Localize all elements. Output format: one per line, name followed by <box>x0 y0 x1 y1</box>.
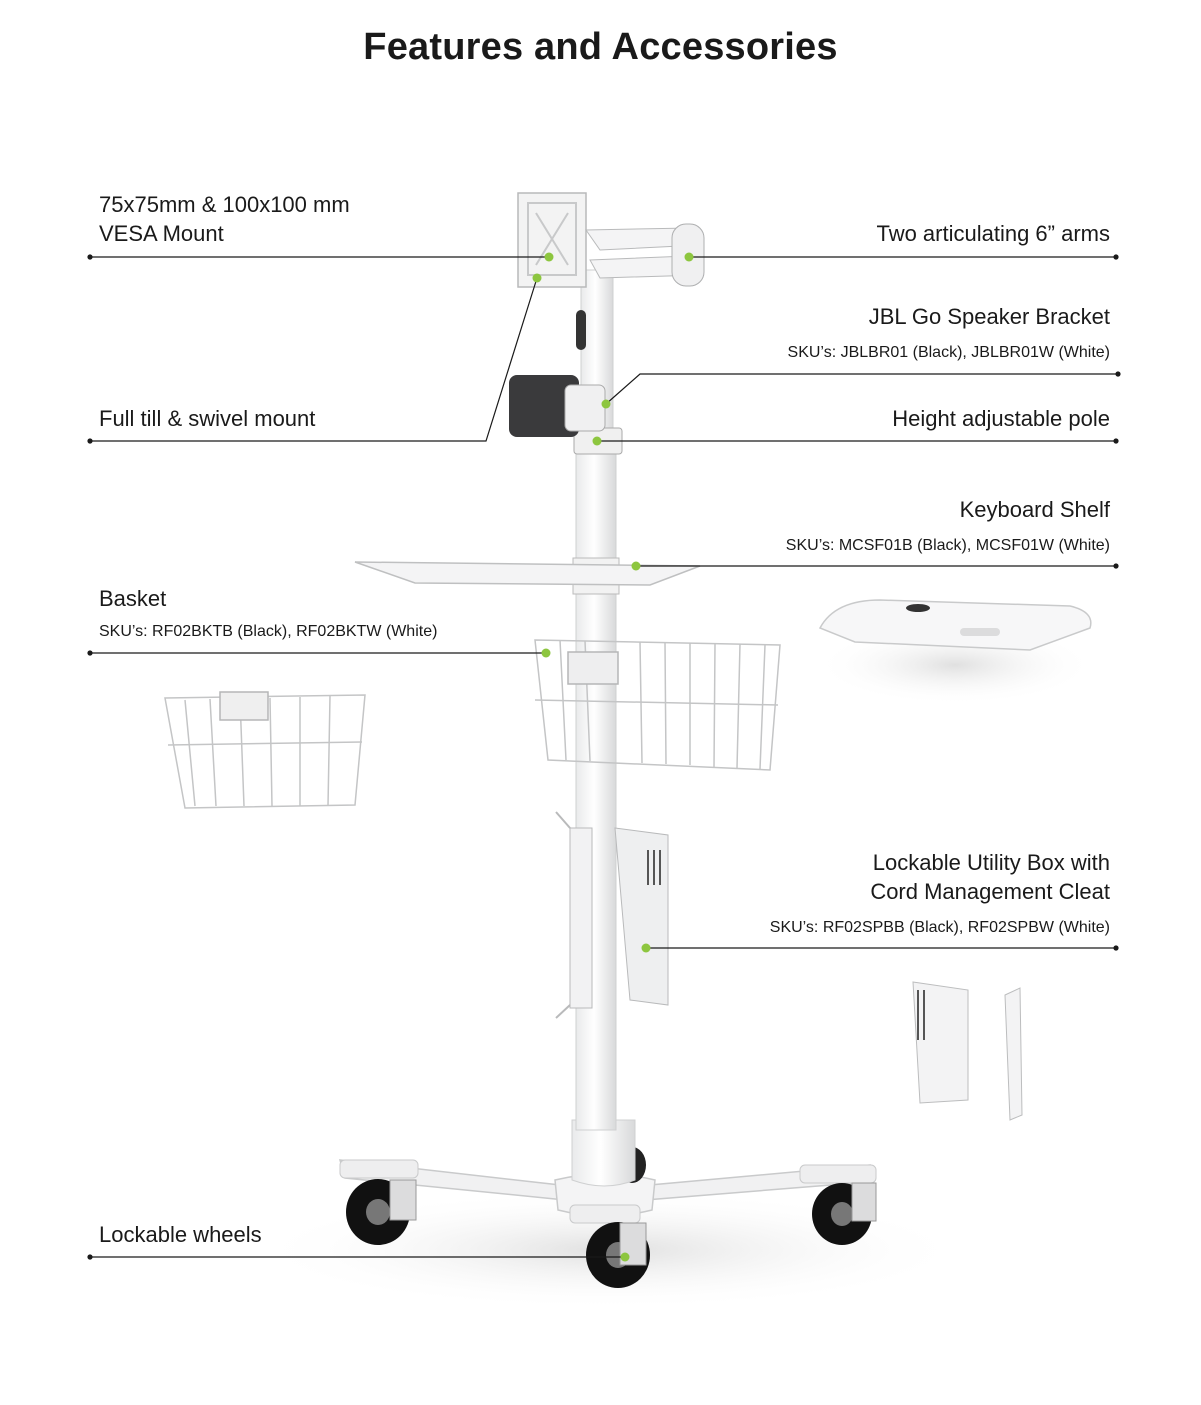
vesa-label-line1: 75x75mm & 100x100 mm <box>99 192 350 217</box>
vesa-plate <box>517 192 587 288</box>
vesa-label: 75x75mm & 100x100 mm VESA Mount <box>99 190 350 248</box>
basket-accessory-image <box>164 691 366 809</box>
basket-dot <box>541 648 551 658</box>
base <box>338 1159 877 1224</box>
pole-label: Height adjustable pole <box>892 406 1110 431</box>
utility-box-accessory-image <box>912 981 1023 1121</box>
wheels-label: Lockable wheels <box>99 1222 262 1247</box>
keyboard-shelf <box>354 561 701 586</box>
pole <box>571 269 636 1187</box>
shelf-dot <box>631 561 641 571</box>
pole-dot <box>592 436 602 446</box>
shelf-sku: SKU’s: MCSF01B (Black), MCSF01W (White) <box>785 537 1110 554</box>
basket <box>534 639 781 771</box>
utility-label: Lockable Utility Box with Cord Managemen… <box>870 848 1110 906</box>
utility-label-line2: Cord Management Cleat <box>870 879 1110 904</box>
basket-label: Basket <box>99 586 167 611</box>
utility-sku: SKU’s: RF02SPBB (Black), RF02SPBW (White… <box>769 919 1110 936</box>
utility-label-line1: Lockable Utility Box with <box>872 850 1110 875</box>
shelf-label: Keyboard Shelf <box>959 497 1110 522</box>
tilt-label: Full till & swivel mount <box>99 406 316 431</box>
tilt-dot <box>532 273 542 283</box>
vesa-label-line2: VESA Mount <box>99 221 224 246</box>
shelf-accessory-image <box>815 599 1095 705</box>
arms-dot <box>684 252 694 262</box>
wheels-dot <box>620 1252 630 1262</box>
utility-dot <box>641 943 651 953</box>
leader-lines <box>90 256 1118 1258</box>
leader-endpoints <box>87 254 1121 1260</box>
page-title: Features and Accessories <box>363 26 838 68</box>
wheel-right-icon <box>812 1182 877 1245</box>
vesa-dot <box>544 252 554 262</box>
wheel-front-icon <box>586 1222 650 1288</box>
callout-dots <box>532 252 694 1262</box>
speaker-bracket <box>509 375 606 437</box>
speaker-dot <box>601 399 611 409</box>
utility-box <box>555 811 669 1019</box>
basket-sku: SKU’s: RF02BKTB (Black), RF02BKTW (White… <box>99 623 438 640</box>
speaker-label: JBL Go Speaker Bracket <box>868 304 1110 329</box>
wheel-left-icon <box>346 1179 417 1245</box>
arms-label: Two articulating 6” arms <box>876 221 1110 246</box>
speaker-sku: SKU’s: JBLBR01 (Black), JBLBR01W (White) <box>787 344 1110 361</box>
